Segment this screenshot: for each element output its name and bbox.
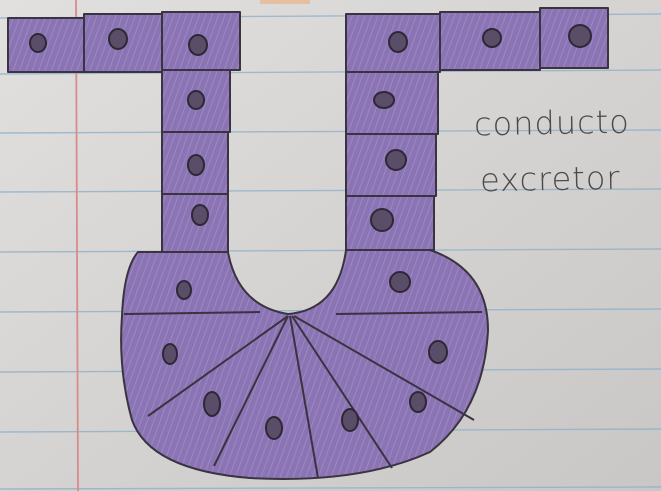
label-excretor: excretor bbox=[480, 159, 621, 199]
paper-mark bbox=[260, 0, 310, 4]
label-conducto: conducto bbox=[474, 103, 630, 144]
